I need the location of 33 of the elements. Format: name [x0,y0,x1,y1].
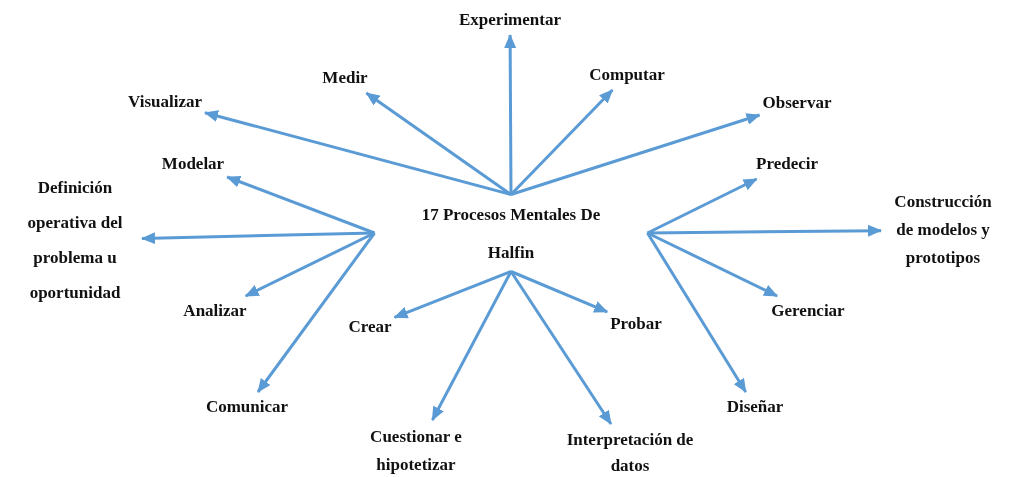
process-label: Computar [589,63,665,87]
central-topic: 17 Procesos Mentales De Halfin [374,194,648,272]
arrow [509,88,614,196]
process-label: Experimentar [459,8,561,32]
arrow [244,231,376,298]
arrow [647,224,882,237]
process-label: Visualizar [128,90,202,114]
process-label: Probar [610,312,662,336]
process-label: Construcción de modelos y prototipos [884,188,1002,272]
arrow [510,113,761,196]
process-label: Modelar [161,152,225,176]
arrow [141,231,375,245]
arrow [204,110,512,196]
process-label: Interpretación de datos [566,427,694,477]
process-label: Medir [322,66,368,90]
arrow [226,175,376,235]
arrow [431,270,513,421]
process-label: Definición operativa del problema u oportunidad [11,170,139,310]
arrow [256,232,376,393]
process-label: Observar [762,91,832,115]
process-label: Crear [348,315,392,339]
arrow [510,270,609,314]
process-label: Gerenciar [771,299,845,323]
arrow [393,270,512,319]
arrow [504,34,517,195]
process-label: Cuestionar e hipotetizar [360,423,472,477]
process-label: Analizar [183,299,247,323]
process-label: Diseñar [726,395,784,419]
process-label: Predecir [756,152,818,176]
arrow [365,91,512,196]
arrow [509,270,613,425]
process-label: Comunicar [205,395,289,419]
arrow [646,232,747,393]
